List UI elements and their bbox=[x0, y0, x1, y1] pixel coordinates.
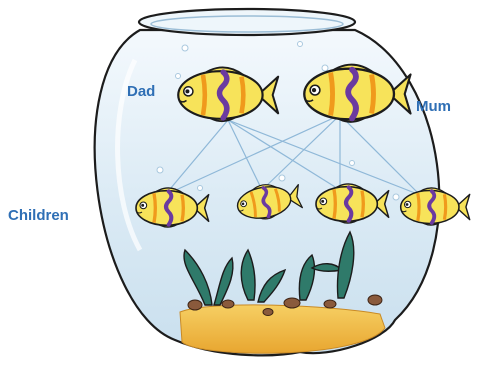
bowl-rim bbox=[139, 9, 355, 35]
label-mum: Mum bbox=[416, 98, 451, 115]
label-dad: Dad bbox=[127, 83, 155, 100]
label-children: Children bbox=[8, 207, 69, 224]
